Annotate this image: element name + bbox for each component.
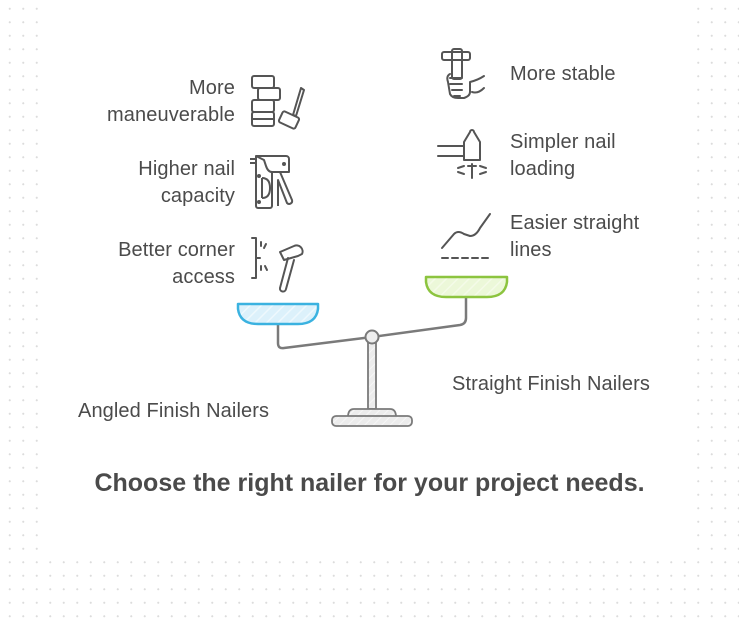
nail-loading-icon bbox=[436, 128, 496, 184]
benefit-text: capacity bbox=[160, 185, 235, 207]
benefit-text: lines bbox=[510, 239, 552, 261]
benefit-text: access bbox=[172, 266, 235, 288]
nail-gun-icon bbox=[246, 152, 310, 214]
left-benefit-1: More maneuverable bbox=[60, 75, 235, 129]
left-option-label: Angled Finish Nailers bbox=[78, 400, 270, 422]
corner-hammer-icon bbox=[246, 234, 310, 294]
right-option-label: Straight Finish Nailers bbox=[452, 373, 650, 395]
left-pan-blue bbox=[236, 302, 320, 326]
diagram-canvas bbox=[40, 0, 690, 560]
right-benefit-1: More stable bbox=[510, 61, 710, 88]
right-benefit-3: Easier straight lines bbox=[510, 210, 710, 264]
diagram-caption: Choose the right nailer for your project… bbox=[94, 469, 645, 497]
left-benefit-3: Better corner access bbox=[60, 237, 235, 291]
bricks-hammer-icon bbox=[246, 72, 310, 134]
benefit-text: Better corner bbox=[118, 239, 235, 261]
benefit-text: Simpler nail bbox=[510, 131, 616, 153]
benefit-text: Easier straight bbox=[510, 212, 640, 234]
right-pan-green bbox=[424, 275, 509, 299]
benefit-text: Higher nail bbox=[138, 158, 235, 180]
benefit-text: More bbox=[189, 77, 235, 99]
benefit-text: More stable bbox=[510, 63, 616, 85]
straight-line-icon bbox=[436, 210, 496, 262]
hand-grip-icon bbox=[436, 46, 496, 104]
benefit-text: maneuverable bbox=[107, 104, 235, 126]
left-benefit-2: Higher nail capacity bbox=[60, 156, 235, 210]
benefit-text: loading bbox=[510, 158, 576, 180]
right-benefit-2: Simpler nail loading bbox=[510, 129, 710, 183]
